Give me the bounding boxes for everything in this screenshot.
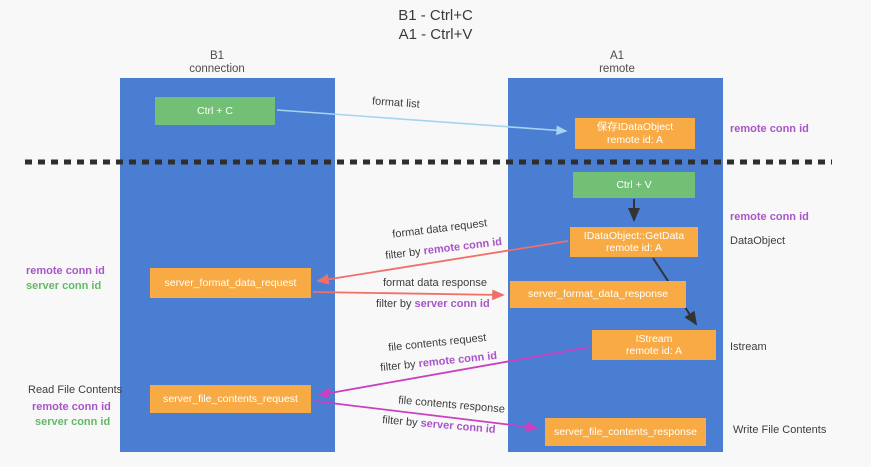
lifeline-header-b1: B1 connection [157, 50, 277, 76]
diagram-title-line2: A1 - Ctrl+V [398, 26, 473, 43]
server-file-contents-response-label: server_file_contents_response [553, 425, 697, 438]
label-filter-by-server-1: filter by server conn id [376, 298, 490, 310]
annotation-write-file-contents: Write File Contents [733, 424, 827, 436]
annotation-dataobject: DataObject [730, 235, 786, 247]
server-format-data-request-box: server_format_data_request [150, 268, 311, 298]
label-format-list: format list [371, 95, 421, 111]
getdata-line1: IDataObject::GetData [583, 229, 685, 242]
label-filter-by-server-2: filter by server conn id [382, 414, 496, 436]
label-file-contents-response: file contents response [397, 394, 506, 416]
server-format-data-response-label: server_format_data_response [527, 288, 669, 301]
filter-server-conn-id: server conn id [420, 417, 497, 436]
filter-server-conn-id: server conn id [414, 298, 490, 310]
istream-box: IStream remote id: A [592, 330, 716, 360]
diagram-title-line1: B1 - Ctrl+C [398, 7, 473, 24]
istream-line1: IStream [635, 332, 673, 345]
filter-remote-conn-id: remote conn id [422, 235, 503, 258]
ctrl-c-box: Ctrl + C [155, 97, 275, 125]
save-idataobject-box: 保存IDataObject remote id: A [575, 118, 695, 149]
server-file-contents-request-label: server_file_contents_request [163, 392, 298, 405]
annotation-left-server-conn-id: server conn id [26, 280, 102, 292]
annotation-istream: Istream [730, 341, 767, 353]
annotation-bottom-server-conn-id: server conn id [35, 416, 111, 428]
ctrl-v-box: Ctrl + V [573, 172, 695, 198]
filter-by-text: filter by [379, 358, 420, 375]
arrow-format-data-response [312, 289, 505, 301]
annotation-remote-conn-id-mid: remote conn id [730, 211, 809, 223]
istream-line2: remote id: A [625, 345, 683, 357]
getdata-line2: remote id: A [605, 242, 663, 254]
lifeline-header-a1: A1 remote [557, 50, 677, 76]
annotation-bottom-remote-conn-id: remote conn id [32, 401, 111, 413]
server-file-contents-request-box: server_file_contents_request [150, 385, 311, 413]
label-file-contents-request: file contents request [387, 331, 487, 355]
label-filter-by-remote-1: filter by remote conn id [385, 236, 503, 262]
label-format-data-response: format data response [383, 277, 487, 289]
ctrl-c-label: Ctrl + C [197, 104, 233, 117]
filter-by-text: filter by [384, 245, 425, 263]
filter-remote-conn-id: remote conn id [417, 349, 498, 371]
save-idataobject-line1: 保存IDataObject [596, 121, 674, 133]
filter-by-text: filter by [376, 298, 415, 310]
annotation-read-file-contents: Read File Contents [28, 384, 123, 396]
lifeline-a1-role: remote [599, 63, 635, 75]
server-format-data-response-box: server_format_data_response [510, 281, 686, 308]
save-idataobject-line2: remote id: A [606, 133, 664, 146]
filter-by-text: filter by [381, 414, 422, 430]
label-filter-by-remote-2: filter by remote conn id [380, 350, 498, 374]
lifeline-a1-name: A1 [609, 50, 625, 62]
lifeline-b1-name: B1 [209, 50, 225, 62]
label-format-data-request: format data request [391, 217, 488, 241]
server-file-contents-response-box: server_file_contents_response [545, 418, 706, 446]
ctrl-v-label: Ctrl + V [616, 178, 652, 191]
annotation-left-remote-conn-id: remote conn id [26, 265, 105, 277]
idataobject-getdata-box: IDataObject::GetData remote id: A [570, 227, 698, 257]
annotation-remote-conn-id-top: remote conn id [730, 123, 809, 135]
server-format-data-request-label: server_format_data_request [164, 276, 297, 289]
lifeline-b1-role: connection [189, 63, 245, 75]
